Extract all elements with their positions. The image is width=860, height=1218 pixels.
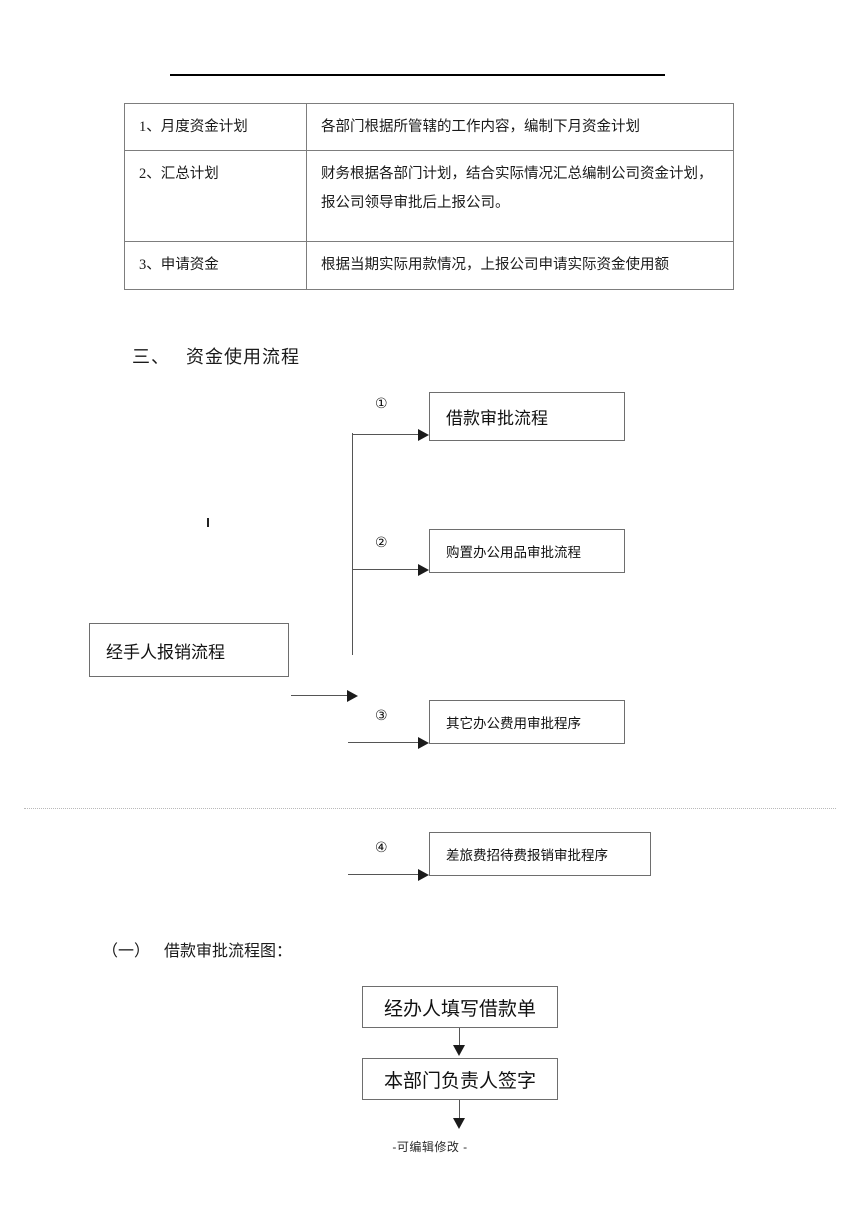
scan-artifact-mark <box>207 518 209 527</box>
flow-box-other-office-fee: 其它办公费用审批程序 <box>429 700 625 744</box>
flow-box-travel-expense: 差旅费招待费报销审批程序 <box>429 832 651 876</box>
arrow-right-icon <box>418 869 429 881</box>
flow-box-label: 其它办公费用审批程序 <box>446 716 581 731</box>
connector-loan-step-2-line <box>459 1100 460 1120</box>
section-number: 三、 <box>132 347 170 367</box>
subsection-heading-one: （一） 借款审批流程图： <box>102 937 292 961</box>
arrow-down-icon <box>453 1045 465 1056</box>
flow-box-dept-head-sign: 本部门负责人签字 <box>362 1058 558 1100</box>
branch-marker-2: ② <box>375 535 388 551</box>
flow-box-handler-reimbursement: 经手人报销流程 <box>89 623 289 677</box>
branch-marker-1: ① <box>375 396 388 412</box>
connector-branch-1-line <box>352 434 420 435</box>
flow-box-label: 购置办公用品审批流程 <box>446 545 581 560</box>
connector-branch-4-line <box>348 874 420 875</box>
flow-box-loan-approval: 借款审批流程 <box>429 392 625 441</box>
branch-marker-4: ④ <box>375 840 388 856</box>
subsection-title: 借款审批流程图： <box>164 943 293 960</box>
section-heading-three: 三、资金使用流程 <box>132 343 300 369</box>
flow-box-label: 本部门负责人签字 <box>383 1070 536 1092</box>
table-cell-label: 1、月度资金计划 <box>124 102 307 152</box>
connector-branch-3-line <box>348 742 420 743</box>
funding-plan-table: 1、月度资金计划 各部门根据所管辖的工作内容，编制下月资金计划 2、汇总计划 财… <box>124 102 734 290</box>
connector-handler-output-line <box>291 695 349 696</box>
arrow-right-icon <box>418 737 429 749</box>
table-cell-description: 各部门根据所管辖的工作内容，编制下月资金计划 <box>306 102 734 152</box>
branch-marker-3: ③ <box>375 708 388 724</box>
table-cell-description: 根据当期实际用款情况，上报公司申请实际资金使用额 <box>306 241 734 290</box>
flow-box-office-supplies: 购置办公用品审批流程 <box>429 529 625 573</box>
subsection-number: （一） <box>102 943 151 960</box>
connector-trunk-vertical <box>352 433 353 655</box>
section-title: 资金使用流程 <box>186 347 300 367</box>
table-row: 1、月度资金计划 各部门根据所管辖的工作内容，编制下月资金计划 <box>124 102 734 152</box>
connector-loan-step-1-line <box>459 1028 460 1047</box>
flow-box-label: 借款审批流程 <box>446 409 548 428</box>
flow-box-label: 经办人填写借款单 <box>383 998 536 1020</box>
arrow-down-icon <box>453 1118 465 1129</box>
flow-box-label: 差旅费招待费报销审批程序 <box>446 848 608 863</box>
arrow-right-icon <box>418 429 429 441</box>
table-cell-label: 3、申请资金 <box>124 241 307 290</box>
top-horizontal-rule <box>170 74 665 76</box>
table-row: 3、申请资金 根据当期实际用款情况，上报公司申请实际资金使用额 <box>124 241 734 290</box>
page-footer: -可编辑修改 - <box>392 1140 468 1154</box>
table-row: 2、汇总计划 财务根据各部门计划，结合实际情况汇总编制公司资金计划，报公司领导审… <box>124 150 734 243</box>
flow-box-label: 经手人报销流程 <box>106 642 225 662</box>
flow-box-fill-loan-form: 经办人填写借款单 <box>362 986 558 1028</box>
table-cell-label: 2、汇总计划 <box>124 150 307 243</box>
page-break-separator <box>24 808 836 809</box>
connector-branch-2-line <box>352 569 420 570</box>
arrow-right-icon <box>418 564 429 576</box>
arrow-right-icon <box>347 690 358 702</box>
table-cell-description: 财务根据各部门计划，结合实际情况汇总编制公司资金计划，报公司领导审批后上报公司。 <box>306 150 734 243</box>
